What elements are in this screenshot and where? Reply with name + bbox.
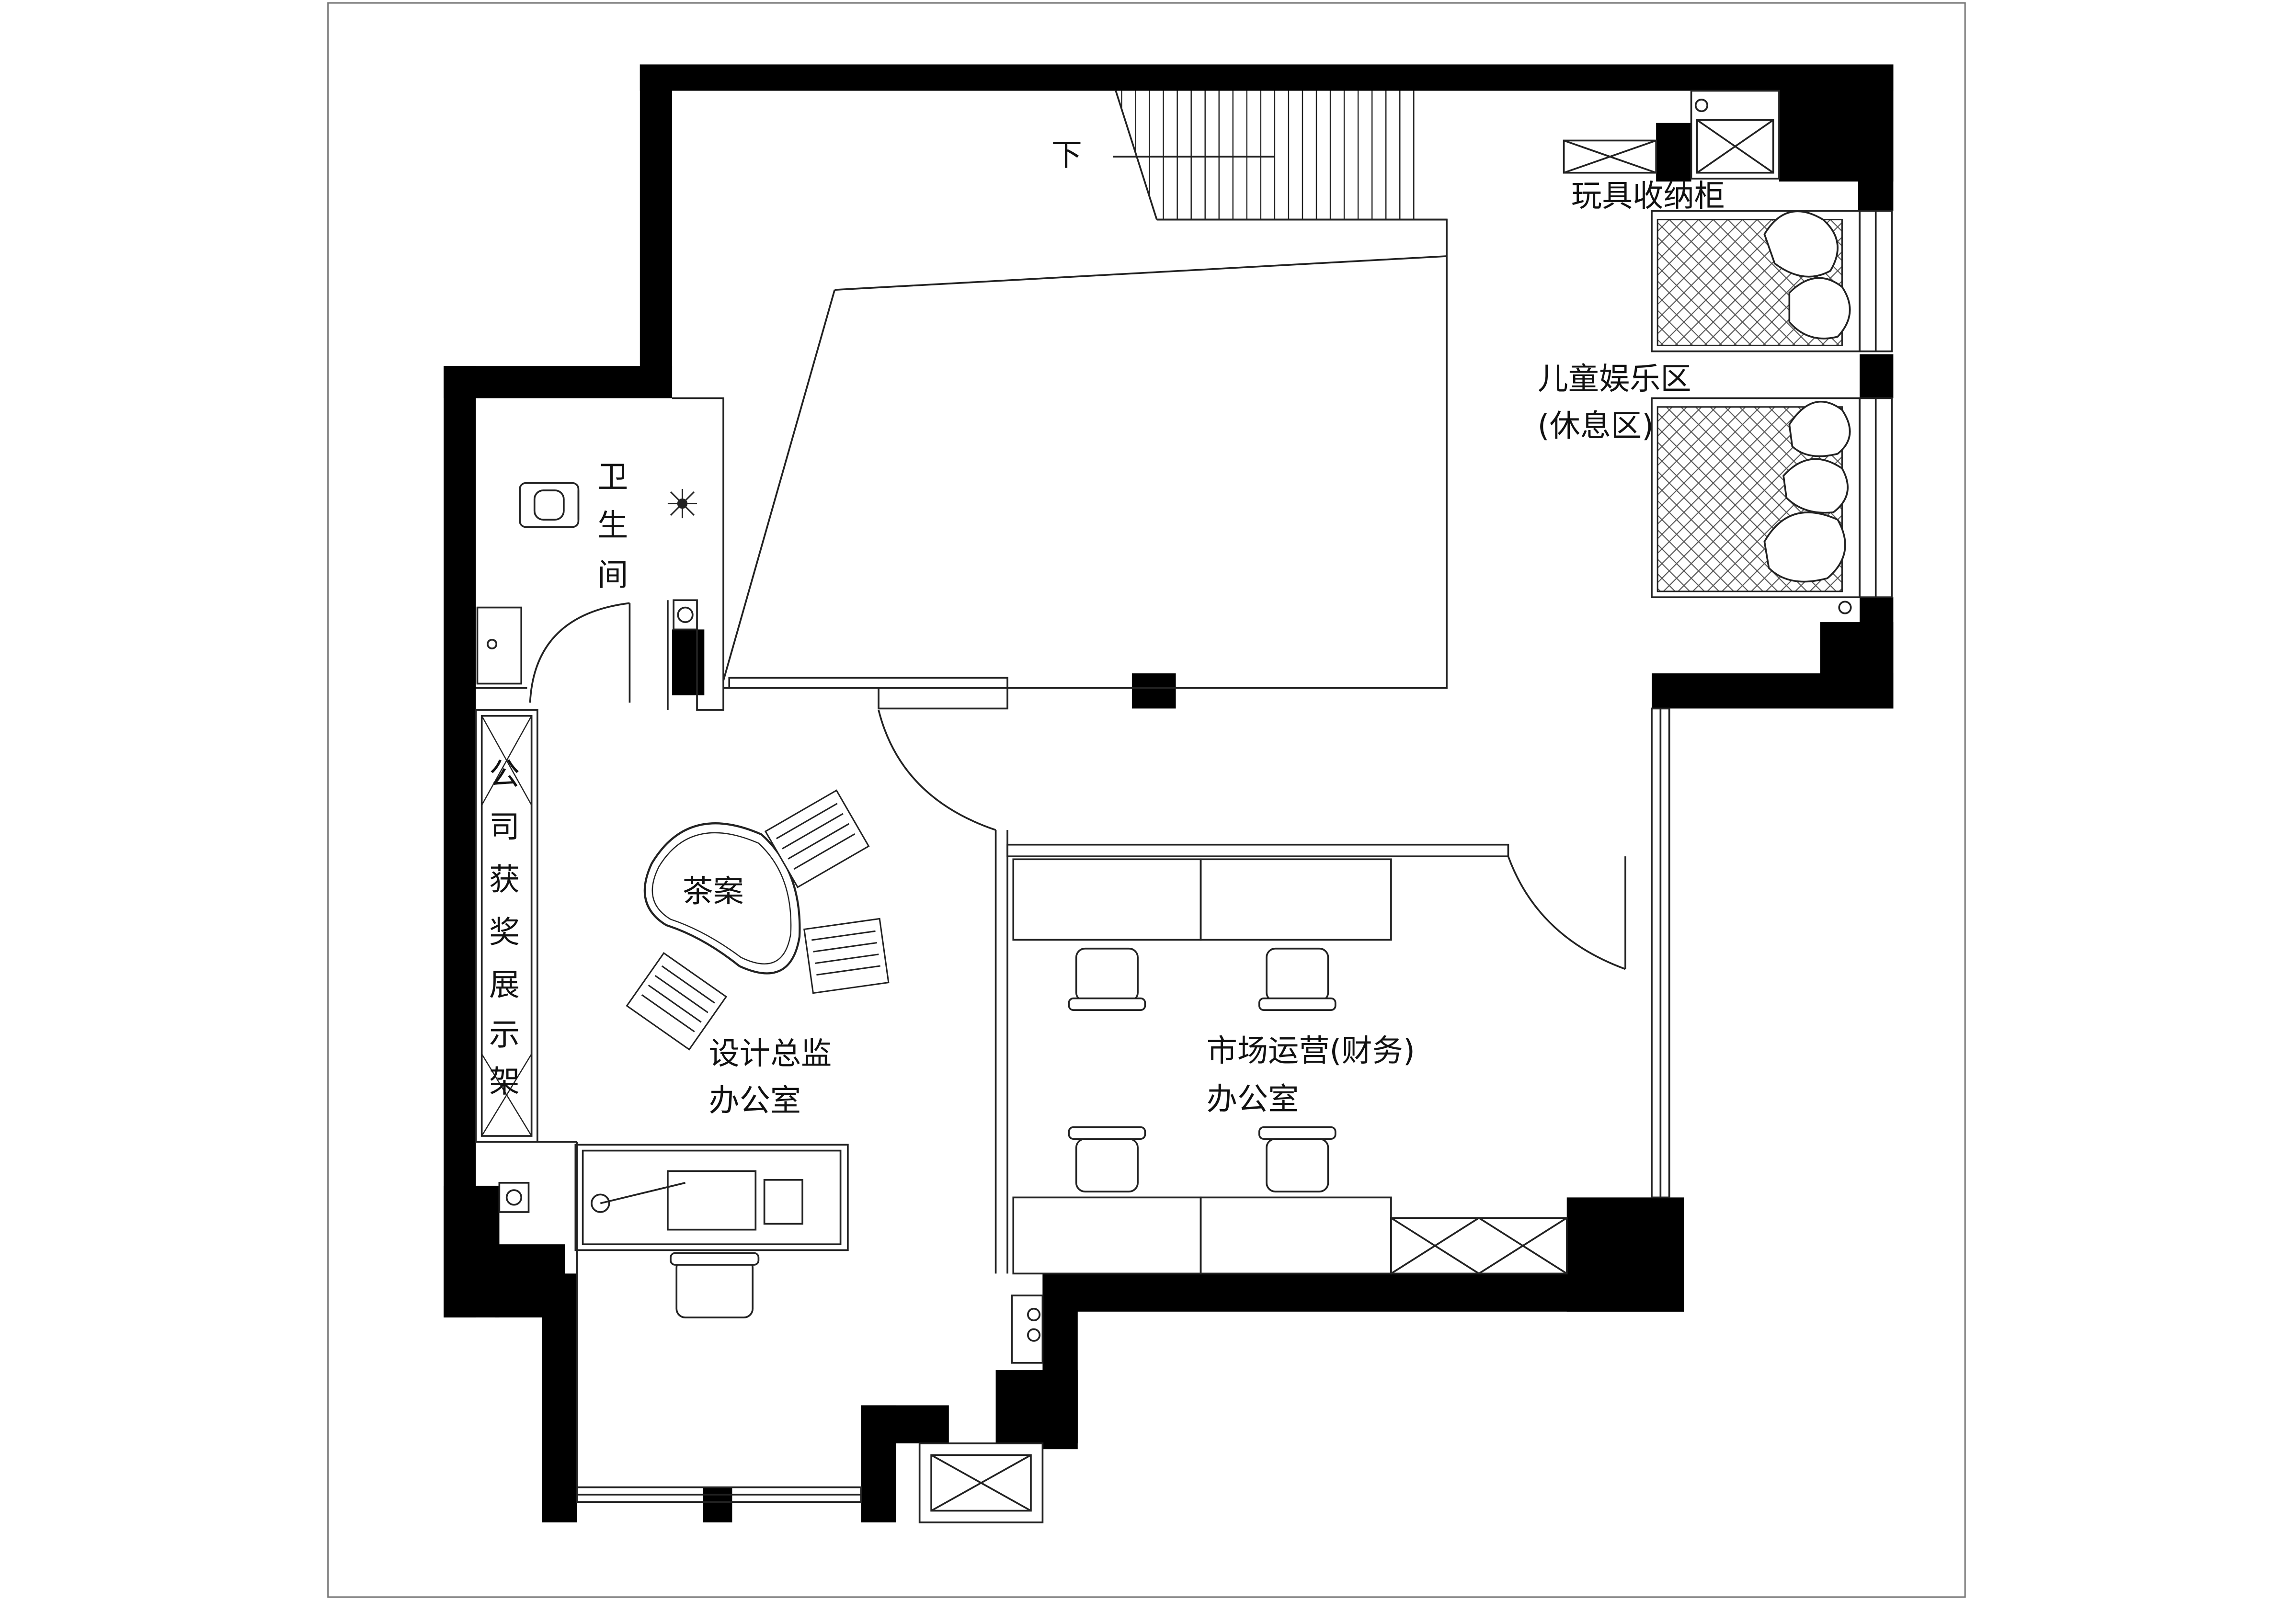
toy-cabinet-label: 玩具收纳柜 [1571, 178, 1725, 214]
award-shelf-label-1: 公 [489, 756, 520, 792]
kids-area-label: 儿童娱乐区 [1538, 361, 1691, 397]
director-office-label-2: 办公室 [708, 1083, 801, 1119]
marketing-office-label-2: 办公室 [1207, 1081, 1299, 1117]
tea-table [643, 822, 801, 975]
tea-table-label: 茶案 [682, 874, 743, 909]
shower-icon [667, 488, 697, 519]
stair-treads [1121, 91, 1415, 220]
office-chairs [670, 947, 1336, 1318]
walls [444, 64, 1894, 1522]
lounge-chairs [626, 789, 890, 1051]
toilet-icon [519, 482, 580, 528]
award-shelf-label-3: 获 [489, 862, 520, 897]
pillows [1763, 210, 1851, 583]
bathroom-label-1: 卫 [597, 459, 628, 495]
bathroom-label-2: 生 [597, 508, 628, 544]
partitions [475, 90, 1893, 1523]
drawing-frame [327, 2, 1966, 1598]
award-shelf-label-2: 司 [489, 809, 520, 845]
award-shelf-label-6: 示 [489, 1017, 520, 1053]
wash-basin-icon [476, 606, 523, 685]
bathroom-label-3: 间 [597, 557, 628, 593]
marketing-office-label-1: 市场运营(财务) [1207, 1033, 1415, 1069]
kids-area-note: (休息区) [1538, 408, 1654, 444]
award-shelf-label-4: 奖 [489, 915, 520, 951]
stairs-down-label: 下 [1051, 137, 1082, 173]
award-shelf-label-5: 展 [489, 967, 520, 1003]
award-shelf-label-7: 架 [489, 1064, 520, 1100]
shelf-hatch [481, 715, 532, 1136]
director-office-label-1: 设计总监 [708, 1036, 832, 1072]
